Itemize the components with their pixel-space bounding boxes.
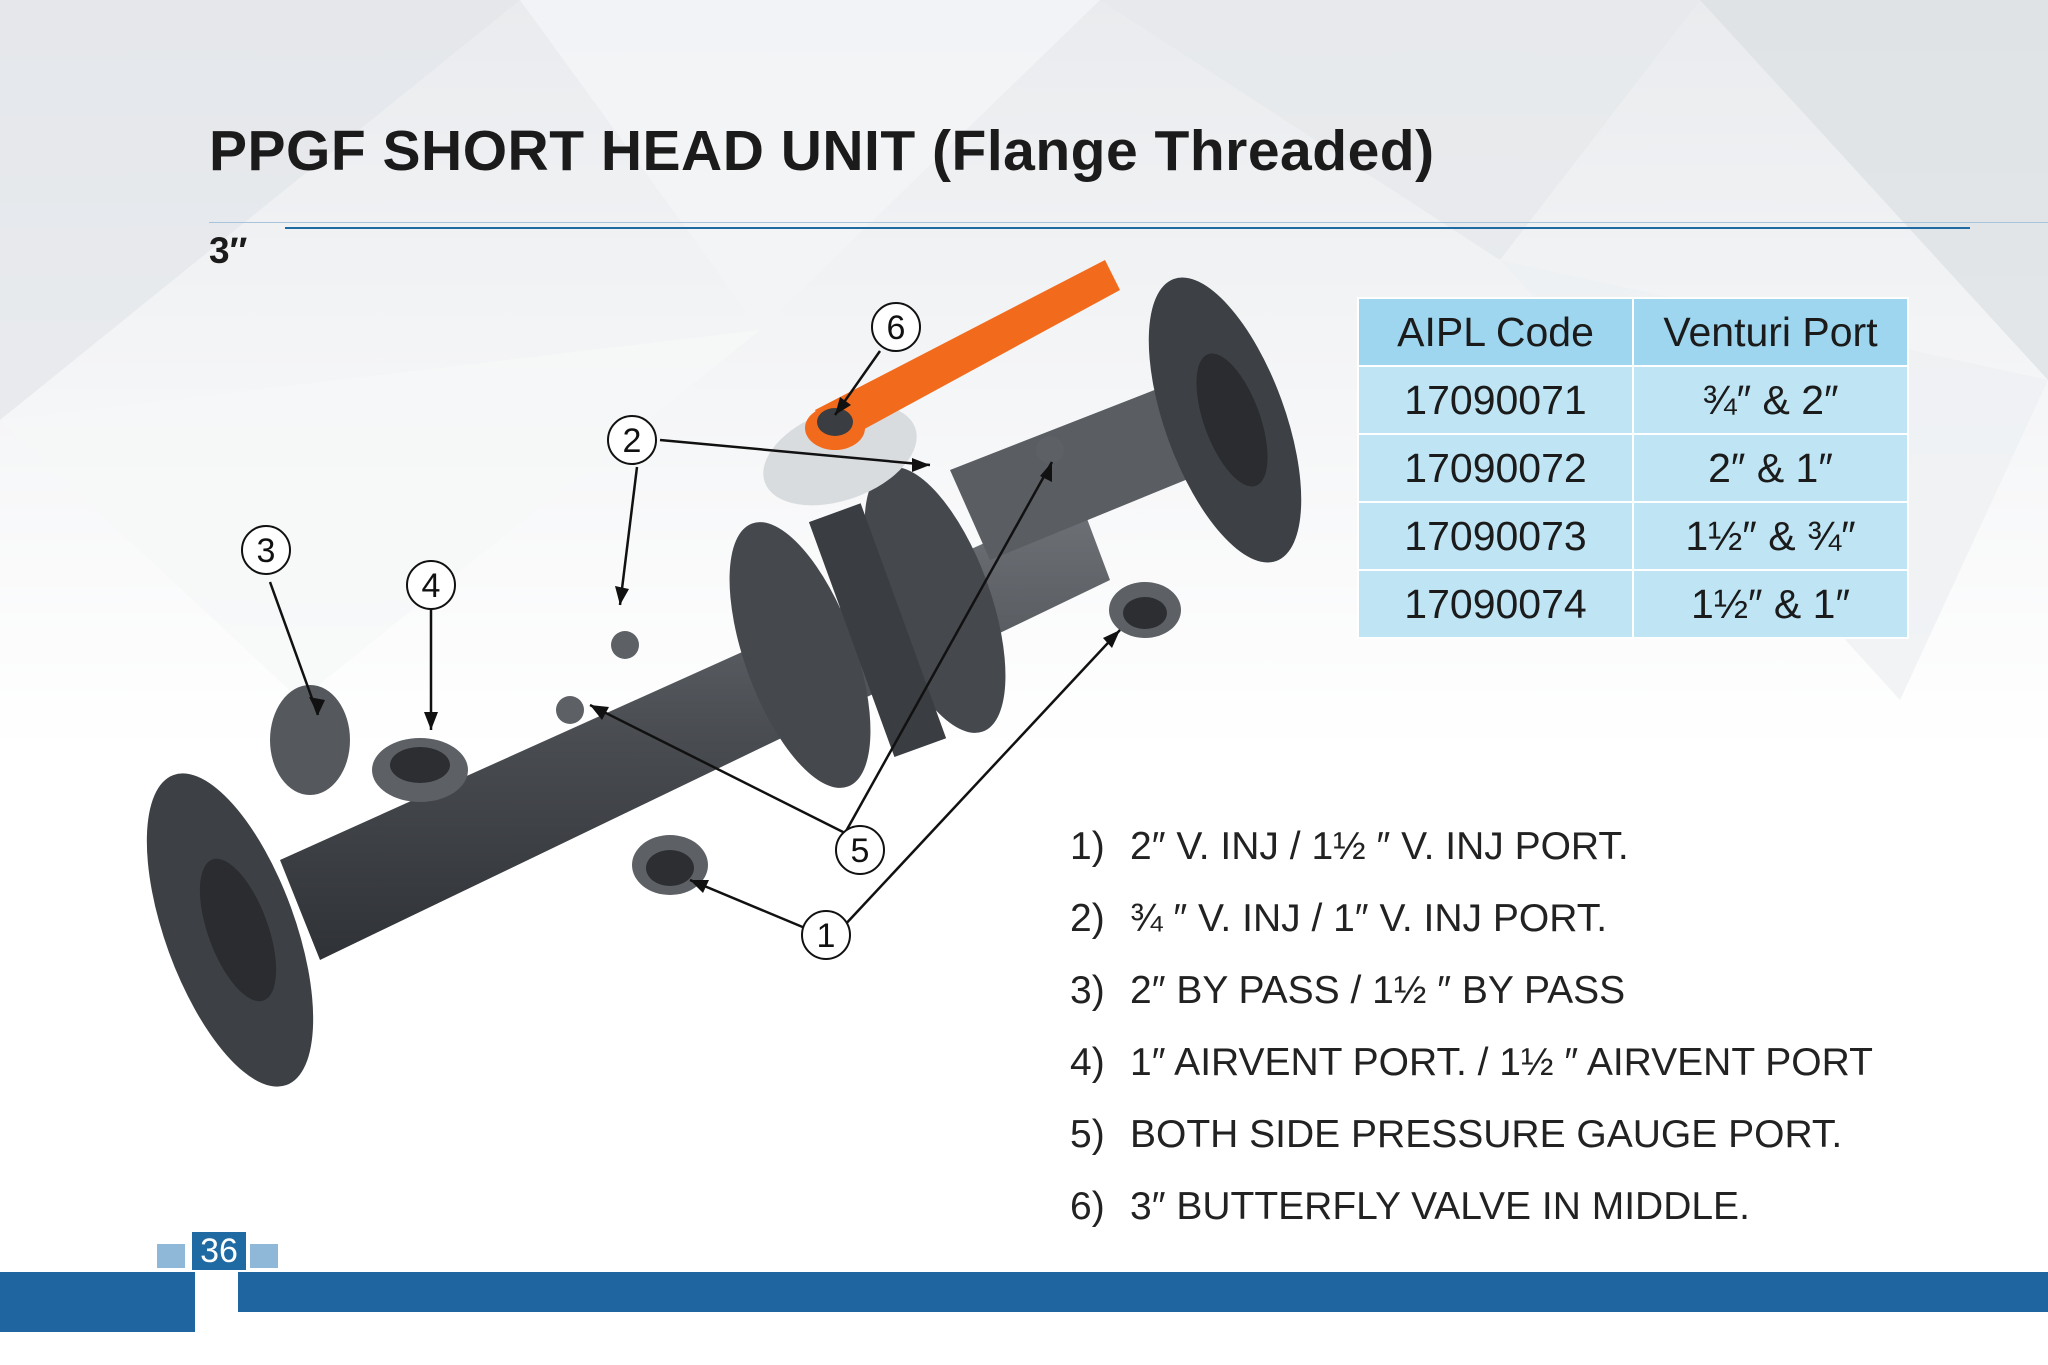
- valve-handle: [815, 260, 1120, 445]
- table-cell: 17090072: [1357, 433, 1634, 503]
- callout-label-4: 4: [422, 567, 441, 605]
- callout-arrowheads: [309, 397, 1120, 893]
- callout-label-1: 1: [817, 917, 836, 955]
- footer-gap: [195, 1272, 238, 1312]
- table-cell: 1½″ & ¾″: [1632, 501, 1909, 571]
- list-item: 1)2″ V. INJ / 1½ ″ V. INJ PORT.: [1070, 825, 1629, 868]
- callout-circle-6: [871, 302, 921, 352]
- callout-circle-3: [241, 525, 291, 575]
- callout-label-5: 5: [851, 832, 870, 870]
- middle-flange-left: [729, 522, 871, 788]
- callout-label-6: 6: [887, 309, 906, 347]
- header-rule-top: [209, 222, 2048, 223]
- callout-circle-4: [406, 560, 456, 610]
- header-rule: [285, 227, 1970, 229]
- callout-label-2: 2: [623, 422, 642, 460]
- list-item: 6)3″ BUTTERFLY VALVE IN MIDDLE.: [1070, 1185, 1750, 1228]
- table-row: 17090072 2″ & 1″: [1357, 433, 1909, 503]
- table-cell: 17090071: [1357, 365, 1634, 435]
- table-cell: 17090074: [1357, 569, 1634, 639]
- table-header-cell: AIPL Code: [1357, 297, 1634, 367]
- list-item: 4)1″ AIRVENT PORT. / 1½ ″ AIRVENT PORT: [1070, 1041, 1873, 1084]
- table-header-row: AIPL Code Venturi Port: [1357, 297, 1909, 367]
- page-number-decor-right: [250, 1244, 278, 1268]
- bypass-port: [270, 685, 350, 795]
- middle-flange-right: [864, 467, 1006, 733]
- size-label: 3″: [209, 230, 248, 271]
- table-header-cell: Venturi Port: [1632, 297, 1909, 367]
- table-cell: 1½″ & 1″: [1632, 569, 1909, 639]
- page-title: PPGF SHORT HEAD UNIT (Flange Threaded): [209, 119, 1435, 183]
- callout-label-3: 3: [257, 532, 276, 570]
- callout-circle-1: [801, 910, 851, 960]
- list-item: 3)2″ BY PASS / 1½ ″ BY PASS: [1070, 969, 1626, 1012]
- callout-arrows: [268, 350, 1121, 930]
- table-cell: 2″ & 1″: [1632, 433, 1909, 503]
- table-row: 17090073 1½″ & ¾″: [1357, 501, 1909, 571]
- table-cell: 17090073: [1357, 501, 1634, 571]
- table-row: 17090071 ¾″ & 2″: [1357, 365, 1909, 435]
- footer-block: [0, 1272, 195, 1332]
- page-number-decor-left: [157, 1244, 185, 1268]
- valve-dial-plate: [763, 404, 917, 506]
- callout-circle-5: [835, 825, 885, 875]
- aipl-code-table: AIPL Code Venturi Port 17090071 ¾″ & 2″ …: [1357, 297, 1909, 639]
- page-number: 36: [192, 1232, 246, 1270]
- table-row: 17090074 1½″ & 1″: [1357, 569, 1909, 639]
- list-item: 2)¾ ″ V. INJ / 1″ V. INJ PORT.: [1070, 897, 1608, 940]
- list-item: 5)BOTH SIDE PRESSURE GAUGE PORT.: [1070, 1113, 1843, 1156]
- footer-bar: [238, 1272, 2048, 1312]
- table-cell: ¾″ & 2″: [1632, 365, 1909, 435]
- feature-list: 1)2″ V. INJ / 1½ ″ V. INJ PORT. 2)¾ ″ V.…: [1070, 825, 1873, 1257]
- callout-circle-2: [607, 415, 657, 465]
